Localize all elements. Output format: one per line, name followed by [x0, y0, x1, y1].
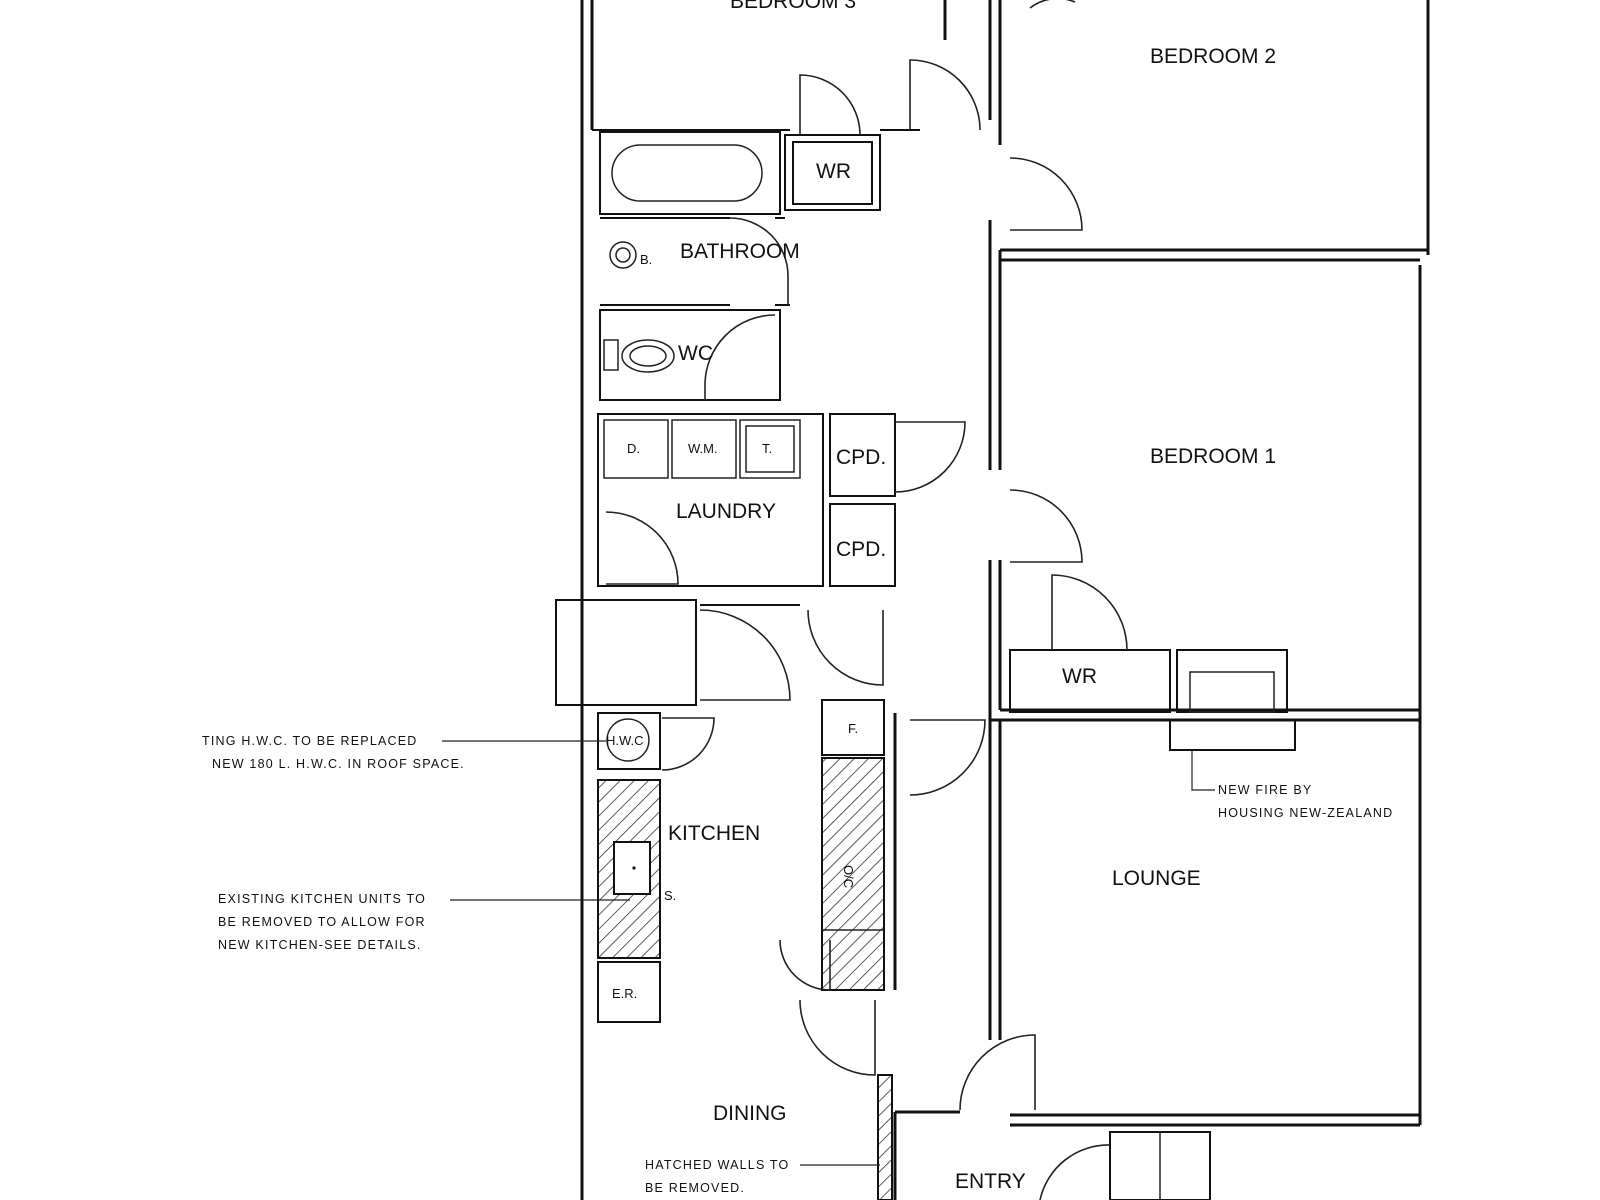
fire-note-line2: HOUSING NEW-ZEALAND: [1218, 806, 1393, 820]
hatched-note-line2: BE REMOVED.: [645, 1181, 745, 1195]
cupboards: CPD. CPD.: [829, 413, 966, 587]
bedroom-2: BEDROOM 2: [1000, 0, 1428, 262]
laundry: D. W.M. T. LAUNDRY: [597, 413, 824, 587]
bathroom-label: BATHROOM: [680, 240, 800, 263]
sink: [613, 841, 651, 895]
dryer-label: D.: [627, 441, 640, 456]
annotations: TING H.W.C. TO BE REPLACED NEW 180 L. H.…: [202, 734, 1393, 1195]
kitchen-label: KITCHEN: [668, 822, 760, 845]
tub-label: T.: [762, 441, 772, 456]
electric-range-label: E.R.: [612, 986, 637, 1001]
bathtub: [611, 144, 763, 202]
bedroom-3-label: BEDROOM 3: [730, 0, 856, 13]
wardrobe-top: WR: [784, 74, 881, 211]
wr-top-label: WR: [816, 160, 851, 183]
hwc-cylinder: [606, 718, 650, 762]
oc-label: O/C: [841, 865, 856, 888]
toilet-bowl: [621, 339, 675, 373]
bedroom-1: BEDROOM 1: [990, 445, 1420, 722]
kitchen-note-line3: NEW KITCHEN-SEE DETAILS.: [218, 938, 422, 952]
basin: [609, 241, 637, 269]
entry-label: ENTRY: [955, 1170, 1026, 1193]
kitchen-note-line2: BE REMOVED TO ALLOW FOR: [218, 915, 426, 929]
wardrobe-bottom: WR: [1009, 574, 1171, 713]
sink-label: S.: [664, 888, 676, 903]
fire-note-line1: NEW FIRE BY: [1218, 783, 1312, 797]
lounge: LOUNGE: [1112, 867, 1201, 890]
cpd-top-label: CPD.: [836, 446, 886, 469]
bedroom-1-label: BEDROOM 1: [1150, 445, 1276, 468]
bedroom-3: BEDROOM 3: [592, 0, 947, 131]
outer-walls: [580, 0, 1430, 1200]
hwc-label: H.W.C: [606, 733, 644, 748]
basin-label: B.: [640, 252, 652, 267]
entry: ENTRY: [955, 1131, 1211, 1200]
entry-closet: [555, 599, 800, 706]
bathroom: B. BATHROOM: [599, 131, 800, 306]
dining-label: DINING: [713, 1102, 787, 1125]
kitchen-note-line1: EXISTING KITCHEN UNITS TO: [218, 892, 426, 906]
washing-machine-label: W.M.: [688, 441, 718, 456]
kitchen: H.W.C S. E.R. F. O/C KITCHEN: [597, 699, 897, 1023]
cpd-bottom-label: CPD.: [836, 538, 886, 561]
fridge-label: F.: [848, 721, 858, 736]
lounge-label: LOUNGE: [1112, 867, 1201, 890]
wc-label: WC: [678, 342, 713, 365]
hatched-note-line1: HATCHED WALLS TO: [645, 1158, 789, 1172]
fireplace: [1169, 649, 1296, 751]
wc: WC: [599, 309, 781, 401]
toilet-cistern: [603, 339, 619, 371]
hwc-note-line2: NEW 180 L. H.W.C. IN ROOF SPACE.: [212, 757, 465, 771]
spine-walls: [988, 0, 1002, 1040]
wr-bottom-label: WR: [1062, 665, 1097, 688]
dining: DINING: [713, 1074, 897, 1200]
hallway-doors: [799, 59, 1083, 1111]
hwc-note-line1: TING H.W.C. TO BE REPLACED: [202, 734, 418, 748]
laundry-label: LAUNDRY: [676, 500, 776, 523]
bedroom-2-label: BEDROOM 2: [1150, 45, 1276, 68]
